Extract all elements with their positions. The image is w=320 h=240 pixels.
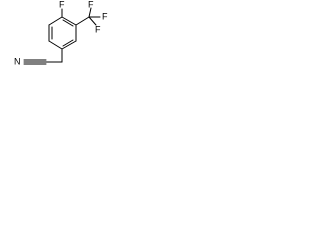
ring-bond-top-right	[61, 16, 77, 26]
bond-cf3-to-fluorine-bottom	[88, 16, 97, 26]
ring-bond-bottom-left	[48, 40, 63, 50]
ring-bond-bottom-right	[61, 40, 77, 50]
cf3-fluorine-right-label: F	[102, 11, 108, 21]
cf3-fluorine-bottom-label: F	[95, 24, 101, 34]
trifluoromethyl-group: F F F	[75, 0, 108, 34]
cf3-fluorine-top-label: F	[88, 0, 94, 9]
fluorine-atom-label: F	[59, 0, 65, 9]
bond-ring-to-cf3-carbon	[75, 16, 90, 26]
bond-cf3-to-fluorine-top	[88, 7, 92, 18]
chemical-structure-diagram: F F F F N	[14, 0, 108, 66]
cyanomethyl-group: N	[14, 48, 63, 66]
nitrogen-atom-label: N	[14, 56, 21, 66]
benzene-ring	[48, 16, 77, 50]
ring-bond-top-left	[48, 16, 63, 26]
ring-bond-bottom-right-inner	[62, 39, 74, 47]
ring-bond-top-right-inner	[62, 19, 74, 27]
